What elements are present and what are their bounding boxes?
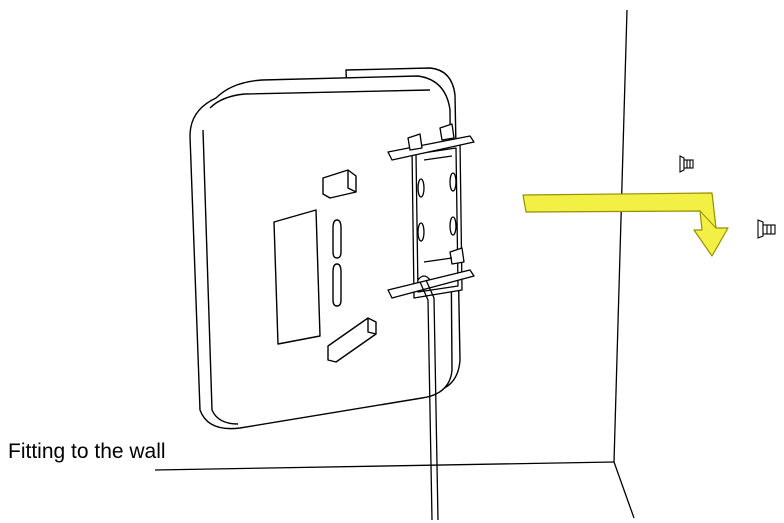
device-back-housing	[189, 67, 461, 430]
wall-outline	[154, 9, 635, 519]
recess-panel	[273, 209, 321, 345]
cable	[417, 275, 439, 521]
keyhole-slot	[332, 263, 342, 307]
insertion-arrow	[522, 192, 729, 257]
keyhole-slot	[332, 219, 342, 259]
wall-screw-icon	[679, 155, 694, 173]
wall-corner-line	[613, 9, 628, 463]
floor-wall-line	[154, 461, 615, 471]
floor-corner-line	[613, 461, 635, 519]
wall-screw-icon	[757, 219, 776, 239]
mounting-bracket	[387, 123, 475, 299]
diagram-caption: Fitting to the wall	[8, 440, 166, 463]
